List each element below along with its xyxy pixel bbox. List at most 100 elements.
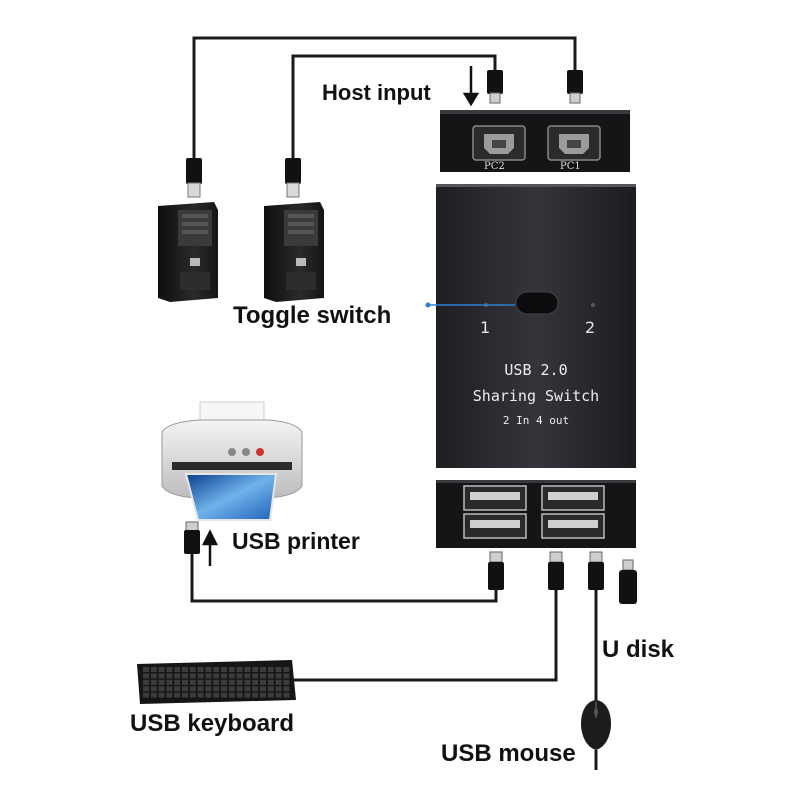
keyboard-icon [137,660,296,704]
keyboard-key [213,692,220,698]
keyboard-key [158,692,165,698]
keyboard-key [205,686,212,692]
keyboard-key [205,667,212,672]
keyboard-key [267,692,274,698]
keyboard-key [252,673,259,679]
keyboard-key [236,673,243,679]
usb-mouse-label: USB mouse [441,740,576,767]
keyboard-key [205,692,212,698]
usb-b-port-pc1[interactable] [547,125,601,161]
keyboard-key [158,679,165,685]
usb-a-port-3[interactable] [541,485,605,511]
keyboard-key [213,673,220,679]
keyboard-key [267,679,274,685]
led-2-label: 2 [585,318,595,337]
keyboard-key [228,692,235,698]
keyboard-key [275,686,282,692]
pc-tower-right [264,202,324,302]
keyboard-key [197,667,204,672]
u-disk [619,559,637,604]
keyboard-key [221,673,227,679]
keyboard-key [205,673,212,679]
usb-b-plug-pc2 [487,70,503,104]
usb-printer-label: USB printer [232,528,360,554]
keyboard-key [197,686,204,692]
keyboard-key [158,667,165,672]
keyboard-key [143,686,149,692]
printer-icon [161,401,303,521]
keyboard-key [197,692,204,698]
keyboard-key [267,673,274,679]
keyboard-key [275,673,282,679]
keyboard-key [228,667,235,672]
keyboard-key [189,667,196,672]
usb-a-port-4[interactable] [541,513,605,539]
keyboard-key [197,679,204,685]
keyboard-key [260,667,266,672]
keyboard-key [150,679,157,685]
usb-plug-pc-right [285,158,301,198]
usb-keyboard-label: USB keyboard [130,710,295,737]
cable-printer [190,550,498,603]
pc-tower-left [158,202,218,302]
keyboard-key [166,667,173,672]
usb-plug-printer [488,551,504,590]
cable-pc2 [291,54,497,158]
keyboard-key [143,667,149,672]
usb-a-port-2[interactable] [463,513,527,539]
usb-b-port-pc2[interactable] [472,125,526,161]
keyboard-key [236,692,243,698]
keyboard-key [150,692,157,698]
keyboard-key [174,667,181,672]
keyboard-key [275,679,282,685]
keyboard-key [158,686,165,692]
host-input-label: Host input [322,80,431,105]
keyboard-key [221,679,227,685]
keyboard-key [236,686,243,692]
keyboard-key [213,686,220,692]
keyboard-key [283,686,290,692]
cable-keyboard [292,590,558,682]
keyboard-key [189,692,196,698]
keyboard-key [260,686,266,692]
keyboard-key [213,667,220,672]
keyboard-key [205,679,212,685]
keyboard-key [275,667,282,672]
keyboard-key [221,692,227,698]
keyboard-key [236,667,243,672]
keyboard-key [283,673,290,679]
device-cables [190,550,598,770]
keyboard-key [275,692,282,698]
keyboard-key [260,679,266,685]
usb-b-plug-pc1 [567,70,583,104]
keyboard-key [189,679,196,685]
keyboard-key [213,679,220,685]
usb-plug-keyboard [548,551,564,590]
keyboard-key [174,692,181,698]
toggle-switch-button[interactable] [515,291,559,315]
keyboard-key [228,679,235,685]
host-input-arrow [462,66,480,107]
keyboard-key [221,667,227,672]
usb-plug-pc-left [186,158,202,198]
keyboard-key [228,686,235,692]
usb-b-plug-printer [184,521,200,554]
usb-a-port-1[interactable] [463,485,527,511]
keyboard-key [260,692,266,698]
keyboard-key [166,686,173,692]
keyboard-key [166,692,173,698]
cable-pc1 [192,36,577,158]
keyboard-key [150,667,157,672]
keyboard-key [236,679,243,685]
toggle-pointer [425,302,515,308]
keyboard-key [166,679,173,685]
keyboard-key [182,673,188,679]
usb-plug-mouse [588,551,604,590]
keyboard-key [221,686,227,692]
keyboard-key [150,673,157,679]
printed-photo [184,473,278,521]
device-title-line1: USB 2.0 [504,361,567,379]
host-port-block: PC2 PC1 [440,110,630,172]
switch-body: 1 2 USB 2.0 Sharing Switch 2 In 4 out [436,184,636,468]
